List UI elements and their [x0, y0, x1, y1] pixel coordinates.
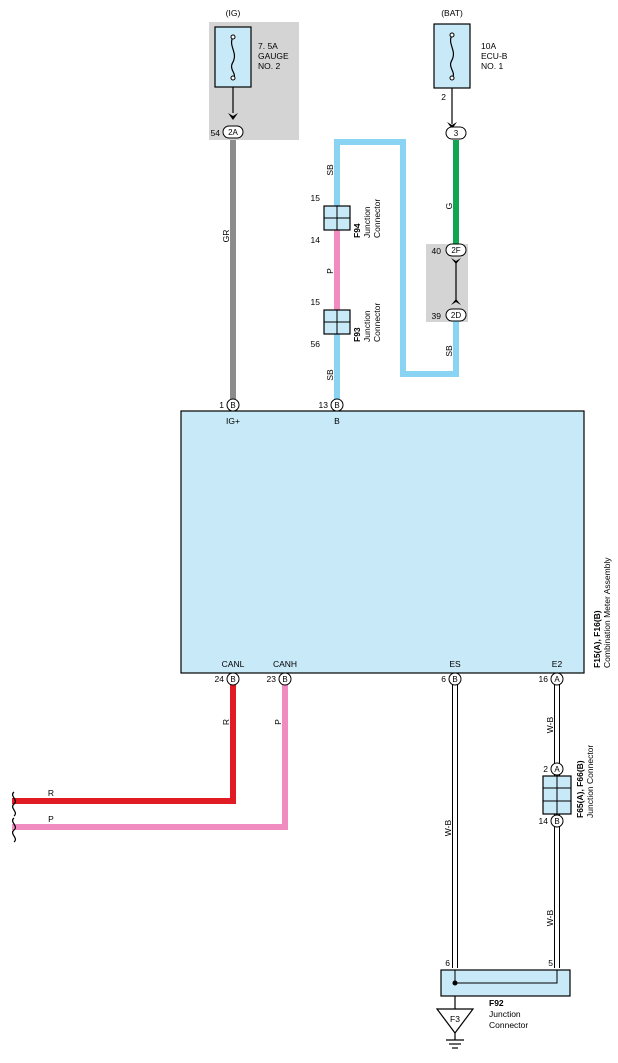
meter-pin-b	[330, 398, 344, 412]
wire-label-g: G	[444, 203, 454, 210]
ground-icon	[446, 1039, 464, 1049]
svg-text:16: 16	[539, 674, 549, 684]
ig-arrow-icon	[228, 113, 238, 120]
f92-desc-2: Connector	[489, 1020, 528, 1030]
meter-pin-canl-name: CANL	[222, 659, 245, 669]
bat-label: (BAT)	[441, 8, 463, 18]
f92-pin-left: 6	[445, 958, 450, 968]
break-mark-r	[11, 791, 17, 817]
wire-label-wb-low: W-B	[545, 909, 555, 926]
f65-pin-b	[550, 814, 564, 828]
f93-desc-2: Connector	[372, 303, 382, 342]
svg-text:14: 14	[539, 816, 549, 826]
combination-meter-box	[180, 410, 585, 674]
f92-pin-right: 5	[548, 958, 553, 968]
meter-pin-e2	[550, 672, 564, 686]
f92-id: F92	[489, 998, 504, 1008]
svg-text:24: 24	[215, 674, 225, 684]
meter-pin-b-name: B	[334, 416, 340, 426]
mid-up-arrow-icon	[451, 299, 461, 305]
svg-text:6: 6	[441, 674, 446, 684]
wire-label-r: R	[221, 719, 231, 725]
f94-pin-top: 15	[311, 193, 321, 203]
pin-2a	[222, 125, 244, 139]
wire-p	[12, 684, 288, 830]
ig-fuse-name: GAUGE	[258, 51, 289, 61]
pin-2d	[445, 308, 467, 322]
meter-pin-es	[448, 672, 462, 686]
svg-text:B: B	[334, 401, 339, 410]
f65-id: F65(A), F66(B)	[575, 760, 585, 818]
bat-pin-no: 2	[441, 92, 446, 102]
svg-text:B: B	[230, 401, 235, 410]
f65-desc: Junction Connector	[585, 745, 595, 818]
pin-2f	[445, 243, 467, 257]
wire-label-p-left: P	[48, 814, 54, 824]
wire-label-r-left: R	[48, 788, 54, 798]
svg-text:B: B	[230, 675, 235, 684]
ig-fuse-rating: 7. 5A	[258, 41, 278, 51]
wire-label-sb-right: SB	[444, 345, 454, 357]
f94-desc-1: Junction	[362, 206, 372, 238]
ig-fuse-no: NO. 2	[258, 61, 280, 71]
svg-text:1: 1	[219, 400, 224, 410]
meter-pin-ig	[226, 398, 240, 412]
f93-id: F93	[352, 327, 362, 342]
wire-label-wb-es: W-B	[443, 819, 453, 836]
break-mark-p	[11, 817, 17, 843]
meter-name: Combination Meter Assembly	[602, 557, 612, 668]
svg-text:40: 40	[432, 246, 442, 256]
meter-pin-canl	[226, 672, 240, 686]
svg-text:B: B	[554, 817, 559, 826]
meter-pin-canh	[278, 672, 292, 686]
ig-fuse-symbol	[230, 36, 236, 79]
svg-text:2F: 2F	[451, 246, 460, 255]
bat-arrow-icon	[447, 122, 457, 129]
svg-text:B: B	[452, 675, 457, 684]
bat-fuse-symbol	[449, 34, 455, 79]
svg-text:2A: 2A	[228, 128, 238, 137]
wire-label-wb-e2: W-B	[545, 716, 555, 733]
f93-pin-top: 15	[311, 297, 321, 307]
ground-triangle-icon	[435, 1008, 475, 1034]
ground-label: F3	[450, 1014, 460, 1024]
wire-label-sb-top: SB	[325, 164, 335, 176]
f92-desc-1: Junction	[489, 1009, 521, 1019]
svg-text:13: 13	[319, 400, 329, 410]
pin-3	[445, 126, 467, 140]
svg-text:2D: 2D	[451, 311, 461, 320]
bat-fuse-rating: 10A	[481, 41, 496, 51]
f65-pin-a	[550, 762, 564, 776]
svg-text:A: A	[554, 675, 560, 684]
f94-id: F94	[352, 223, 362, 238]
wire-label-p-mid: P	[325, 268, 335, 274]
meter-pin-e2-name: E2	[552, 659, 563, 669]
f92-splice-dot	[452, 980, 458, 986]
meter-pin-es-name: ES	[449, 659, 461, 669]
bat-fuse-name: ECU-B	[481, 51, 508, 61]
svg-text:3: 3	[454, 129, 459, 138]
ig-label: (IG)	[226, 8, 241, 18]
mid-down-arrow-icon	[451, 258, 461, 264]
meter-id: F15(A), F16(B)	[592, 610, 602, 668]
f93-desc-1: Junction	[362, 310, 372, 342]
wire-r	[12, 684, 236, 804]
wire-label-sb-low: SB	[325, 369, 335, 381]
meter-pin-ig-name: IG+	[226, 416, 240, 426]
svg-text:39: 39	[432, 311, 442, 321]
svg-text:B: B	[282, 675, 287, 684]
f93-pin-bottom: 56	[311, 339, 321, 349]
svg-text:2: 2	[543, 764, 548, 774]
ig-pin-no: 54	[211, 128, 221, 138]
bat-fuse-no: NO. 1	[481, 61, 503, 71]
meter-pin-canh-name: CANH	[273, 659, 297, 669]
f94-desc-2: Connector	[372, 199, 382, 238]
wire-label-p: P	[273, 719, 283, 725]
wire-sb-loop	[334, 139, 459, 399]
wire-label-gr: GR	[221, 230, 231, 243]
svg-text:A: A	[554, 765, 560, 774]
f94-pin-bottom: 14	[311, 235, 321, 245]
svg-text:23: 23	[267, 674, 277, 684]
